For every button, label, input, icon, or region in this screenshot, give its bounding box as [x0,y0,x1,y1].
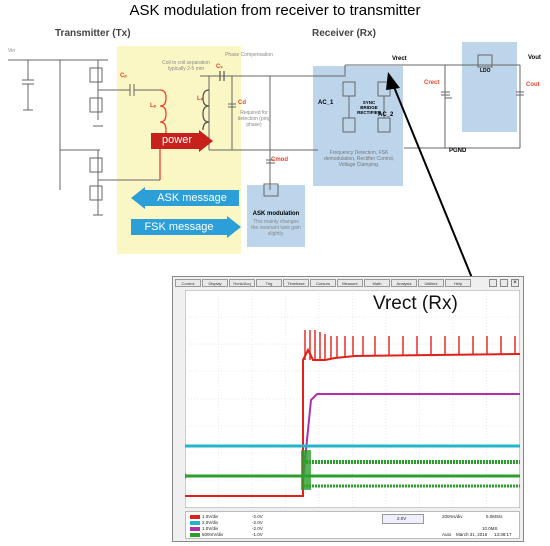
ch4-scale: 500mV/div [202,532,224,537]
scope-menu-cursors[interactable]: Cursors [310,279,336,287]
cmod-label: Cmod [271,157,288,163]
bridge-label: SYNC BRIDGE RECTIFIER [357,100,381,115]
ls-label: Lₛ [197,96,203,102]
cd-note: Required for detection (ping phase) [237,110,271,128]
ch1-swatch [190,515,200,519]
ask-mod-note: This mainly changes the resonant tank ga… [251,219,301,237]
record-length: 10.0MS [482,526,498,531]
ch2-offset: -2.0V [252,520,263,525]
capture-time: 13:38:17 [494,532,512,537]
lp-label: Lₚ [150,103,157,109]
ch3-offset: -2.0V [252,526,263,531]
rx-note: Frequency Detection, FSK demodulation, R… [323,150,395,168]
ldo-label: LDO [480,68,491,74]
scope-maximize-icon[interactable] [500,279,508,287]
coil-note: Coil to coil separation typically 2-5 mm [162,60,210,72]
oscilloscope-capture: Control Display Horiz/Acq Trig Timebase … [172,276,524,542]
phase-note: Phase Compensation [225,52,273,58]
crect-label: Crect [424,80,440,86]
transmitter-label: Transmitter (Tx) [55,28,131,39]
scope-minimize-icon[interactable] [489,279,497,287]
scope-menu-horiz[interactable]: Horiz/Acq [229,279,255,287]
ch3-swatch [190,527,200,531]
ldo-box [462,42,517,132]
timebase: 200ms/div [442,514,463,519]
ac2-label: AC_2 [378,112,394,118]
sample-rate: 5.0MS/s [486,514,503,519]
acq-mode: Auto [442,532,452,537]
scope-menu-trig[interactable]: Trig [256,279,282,287]
ask-mod-title: ASK modulation [252,211,300,217]
vin-label: Vin [8,48,16,54]
scope-menu-analysis[interactable]: Analysis [391,279,417,287]
ask-message-label: ASK message [157,192,227,204]
cout-label: Cout [526,82,540,88]
ch1-offset: -2.0V [252,514,263,519]
vrect-label: Vrect [392,56,407,62]
cd-label: Cd [238,100,246,106]
scope-menu-math[interactable]: Math [364,279,390,287]
ch3-scale: 1.0V/div [202,526,219,531]
ac1-label: AC_1 [318,100,334,106]
pgnd-label: PGND [449,148,467,154]
receiver-label: Receiver (Rx) [312,28,376,39]
fsk-message-label: FSK message [144,221,214,233]
vout-label: Vout [528,55,541,61]
scope-status-panel: 1.0V/div -2.0V 2.0V/div -2.0V 1.0V/div -… [185,511,520,539]
power-arrow [151,130,213,152]
page-title: ASK modulation from receiver to transmit… [129,2,421,19]
cs-label: Cₛ [216,64,223,70]
ask-mod-box [247,185,305,247]
power-label: power [162,134,192,146]
scope-title: Vrect (Rx) [373,293,458,314]
scope-menu-control[interactable]: Control [175,279,201,287]
ask-message-arrow [131,187,239,209]
trigger-level: 2.0V [397,516,407,521]
trigger-indicator[interactable]: 2.0V [382,514,424,524]
ch1-scale: 1.0V/div [202,514,219,519]
scope-graticule [185,290,520,508]
scope-menu-utilities[interactable]: Utilities [418,279,444,287]
ch4-offset: -1.0V [252,532,263,537]
capture-date: March 31, 2016 [456,532,488,537]
scope-menu-measure[interactable]: Measure [337,279,363,287]
scope-close-icon[interactable]: × [511,279,519,287]
scope-menu-display[interactable]: Display [202,279,228,287]
circuit-schematic [8,54,524,216]
ch2-scale: 2.0V/div [202,520,219,525]
pointer-arrow [386,72,473,279]
scope-menu-timebase[interactable]: Timebase [283,279,309,287]
cp-label: Cₚ [120,73,127,79]
scope-menu-bar: Control Display Horiz/Acq Trig Timebase … [175,279,475,287]
ch4-swatch [190,533,200,537]
scope-menu-help[interactable]: Help [445,279,471,287]
fsk-message-arrow [131,216,241,238]
ch2-swatch [190,521,200,525]
